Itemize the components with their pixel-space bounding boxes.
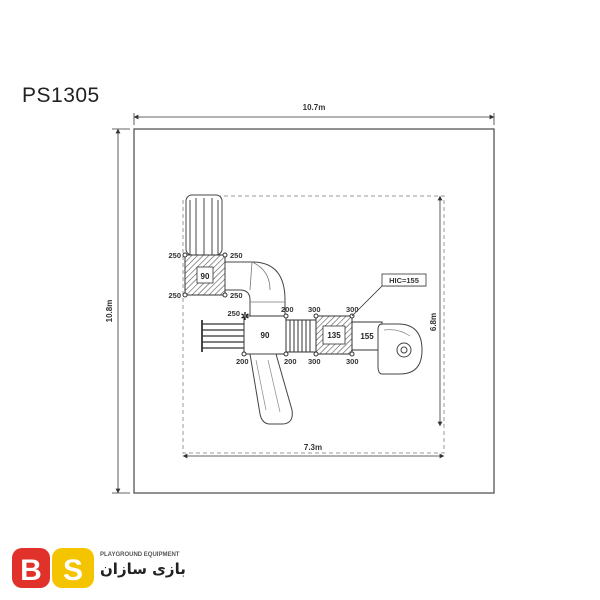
side-ladder bbox=[201, 320, 244, 352]
deck-c-label: 135 bbox=[327, 331, 341, 340]
model-title: PS1305 bbox=[22, 84, 100, 107]
dimension-height-inner: 6.8m bbox=[429, 195, 443, 427]
deck-a-label: 90 bbox=[201, 272, 210, 281]
hic-label: HIC=155 bbox=[389, 276, 419, 285]
dimension-width-inner: 7.3m bbox=[182, 443, 445, 459]
dimension-width-outer: 10.7m bbox=[133, 103, 495, 125]
svg-text:B: B bbox=[20, 554, 42, 587]
deck-d: 155 bbox=[351, 321, 383, 351]
post-label: 300 bbox=[308, 305, 321, 314]
post-label: 300 bbox=[308, 357, 321, 366]
post-label: 250 bbox=[168, 291, 181, 300]
inner-dashed-zone bbox=[182, 195, 445, 454]
post-label: 200 bbox=[281, 305, 294, 314]
bridge bbox=[285, 319, 317, 353]
svg-text:S: S bbox=[63, 554, 83, 587]
gear-icon: ✲ bbox=[240, 311, 249, 323]
tube-slide bbox=[224, 261, 286, 317]
outer-width-label: 10.7m bbox=[303, 103, 326, 112]
logo-name: بازی سازان bbox=[100, 560, 186, 578]
straight-slide bbox=[249, 353, 293, 425]
deck-b: 90 ✲ bbox=[240, 311, 289, 357]
deck-d-label: 155 bbox=[360, 332, 374, 341]
post-label: 200 bbox=[236, 357, 249, 366]
post-label: 200 bbox=[284, 357, 297, 366]
inner-height-label: 6.8m bbox=[429, 313, 438, 331]
dimension-height-outer: 10.8m bbox=[105, 128, 130, 494]
post-label: 300 bbox=[346, 305, 359, 314]
post-label: 250 bbox=[227, 309, 240, 318]
post-label: 300 bbox=[346, 357, 359, 366]
spiral-slide bbox=[377, 323, 423, 375]
inner-width-label: 7.3m bbox=[304, 443, 322, 452]
deck-b-label: 90 bbox=[261, 331, 270, 340]
top-ladder bbox=[185, 194, 223, 256]
outer-safety-zone bbox=[133, 128, 495, 494]
deck-c: 135 bbox=[313, 313, 355, 357]
outer-height-label: 10.8m bbox=[105, 300, 114, 323]
post-label: 250 bbox=[230, 251, 243, 260]
post-label: 250 bbox=[168, 251, 181, 260]
logo-subtitle: PLAYGROUND EQUIPMENT bbox=[100, 552, 180, 558]
hic-callout: HIC=155 bbox=[351, 273, 427, 317]
logo-mark: B S bbox=[12, 548, 94, 588]
post-label: 250 bbox=[230, 291, 243, 300]
deck-a: 90 bbox=[182, 252, 228, 298]
brand-logo: B S PLAYGROUND EQUIPMENT بازی سازان bbox=[10, 546, 190, 592]
